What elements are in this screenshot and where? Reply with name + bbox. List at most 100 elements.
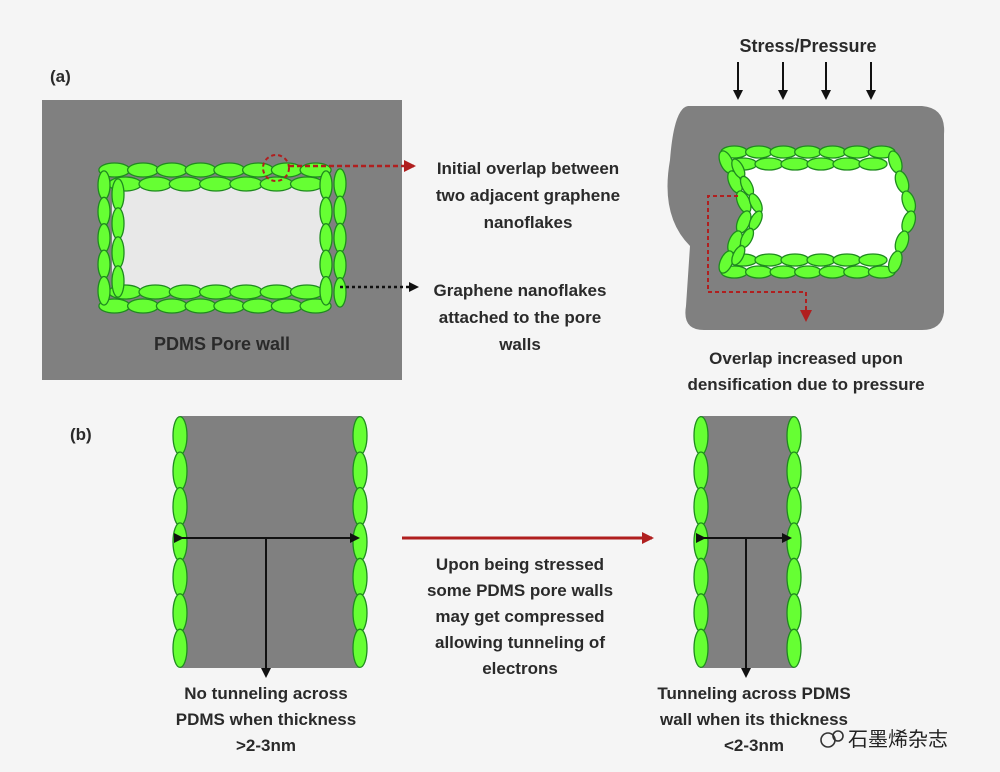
graphene-flake <box>858 157 888 171</box>
compressed-pore-cavity <box>724 154 910 270</box>
svg-text:Overlap increased upon: Overlap increased upon <box>709 349 903 368</box>
pore-wall-flakes <box>97 162 347 314</box>
graphene-flake <box>259 176 294 192</box>
svg-text:Initial overlap between: Initial overlap between <box>437 159 619 178</box>
graphene-flake <box>786 486 802 527</box>
graphene-flake <box>111 265 125 298</box>
graphene-flake <box>168 176 203 192</box>
graphene-flake <box>198 284 234 300</box>
svg-text:some PDMS pore walls: some PDMS pore walls <box>427 581 613 600</box>
graphene-flake <box>111 207 125 240</box>
graphene-flake <box>172 628 188 669</box>
graphene-flake <box>333 277 347 308</box>
graphene-flake <box>270 298 304 314</box>
graphene-flake <box>693 628 709 669</box>
graphene-flake <box>184 298 217 314</box>
graphene-flake <box>229 176 264 192</box>
graphene-flake <box>213 298 246 314</box>
graphene-flake <box>693 415 709 456</box>
graphene-flake <box>333 168 347 199</box>
graphene-flake <box>352 522 368 562</box>
svg-text:<2-3nm: <2-3nm <box>724 736 784 755</box>
graphene-flake <box>794 145 822 159</box>
graphene-flake <box>97 249 111 280</box>
graphene-flake <box>806 253 836 267</box>
graphene-flake <box>126 162 160 178</box>
graphene-flake <box>289 176 324 192</box>
graphene-flake <box>832 253 862 267</box>
watermark: 石墨烯杂志 <box>820 727 948 751</box>
thick-wall-flakes <box>172 415 368 669</box>
svg-text:Graphene nanoflakes: Graphene nanoflakes <box>434 281 607 300</box>
svg-text:attached to the pore: attached to the pore <box>439 308 601 327</box>
graphene-flake <box>172 557 188 598</box>
panel-b-label: (b) <box>70 425 92 444</box>
graphene-flake <box>111 178 125 211</box>
svg-text:No tunneling across: No tunneling across <box>184 684 347 703</box>
graphene-flake <box>319 196 333 227</box>
graphene-flake <box>333 222 347 254</box>
overlap-highlight-circle <box>262 154 290 182</box>
graphene-flake <box>780 157 810 171</box>
graphene-flake <box>111 236 125 269</box>
graphene-flake <box>213 162 246 178</box>
overlap-callout-text: Initial overlap between two adjacent gra… <box>436 159 620 232</box>
svg-text:Upon being stressed: Upon being stressed <box>436 555 604 574</box>
graphene-flake <box>693 522 709 562</box>
graphene-flake <box>887 250 903 274</box>
compressed-pore-flakes <box>718 145 917 279</box>
graphene-flake <box>786 522 802 562</box>
tunneling-caption: Tunneling across PDMS wall when its thic… <box>657 684 850 755</box>
graphene-flake <box>843 265 872 279</box>
graphene-flake <box>352 628 368 669</box>
svg-text:wall when its thickness: wall when its thickness <box>659 710 848 729</box>
graphene-flake <box>794 265 822 279</box>
graphene-flake <box>319 223 333 253</box>
graphene-flake <box>769 265 798 279</box>
graphene-flake <box>172 486 188 527</box>
graphene-flake <box>818 145 847 159</box>
flakes-callout-text: Graphene nanoflakes attached to the pore… <box>434 281 607 354</box>
graphene-flake <box>319 170 333 201</box>
stress-arrows <box>733 62 876 100</box>
densification-callout-arrow <box>707 195 812 322</box>
densification-callout-text: Overlap increased upon densification due… <box>687 349 924 394</box>
graphene-flake <box>126 298 160 314</box>
graphene-flake <box>718 250 735 274</box>
graphene-flake <box>97 275 111 306</box>
graphene-flake <box>769 145 798 159</box>
thick-pdms-wall <box>180 416 360 668</box>
graphene-flake <box>172 522 188 562</box>
graphene-flake <box>806 157 836 171</box>
graphene-flake <box>319 249 333 280</box>
graphene-flake <box>319 275 333 306</box>
compression-explanation-text: Upon being stressed some PDMS pore walls… <box>427 555 613 678</box>
graphene-flake <box>786 557 802 598</box>
graphene-flake <box>138 176 173 192</box>
svg-text:nanoflakes: nanoflakes <box>484 213 573 232</box>
graphene-flake <box>241 298 275 314</box>
graphene-flake <box>843 145 872 159</box>
graphene-flake <box>693 557 709 598</box>
graphene-flake <box>97 196 111 227</box>
graphene-flake <box>832 157 862 171</box>
svg-text:densification due to pressure: densification due to pressure <box>687 375 924 394</box>
no-tunneling-caption: No tunneling across PDMS when thickness … <box>176 684 356 755</box>
graphene-flake <box>168 284 203 300</box>
panel-a-label: (a) <box>50 67 71 86</box>
graphene-flake <box>198 176 234 192</box>
graphene-flake <box>229 284 264 300</box>
graphene-flake <box>693 451 709 491</box>
pore-cavity <box>112 182 324 294</box>
graphene-flake <box>786 628 802 669</box>
graphene-flake <box>172 415 188 456</box>
graphene-flake <box>754 157 784 171</box>
graphene-flake <box>731 244 746 266</box>
svg-text:allowing tunneling of: allowing tunneling of <box>435 633 605 652</box>
svg-text:>2-3nm: >2-3nm <box>236 736 296 755</box>
graphene-flake <box>352 415 368 456</box>
graphene-flake <box>97 223 111 253</box>
svg-text:walls: walls <box>498 335 541 354</box>
graphene-flake <box>786 415 802 456</box>
